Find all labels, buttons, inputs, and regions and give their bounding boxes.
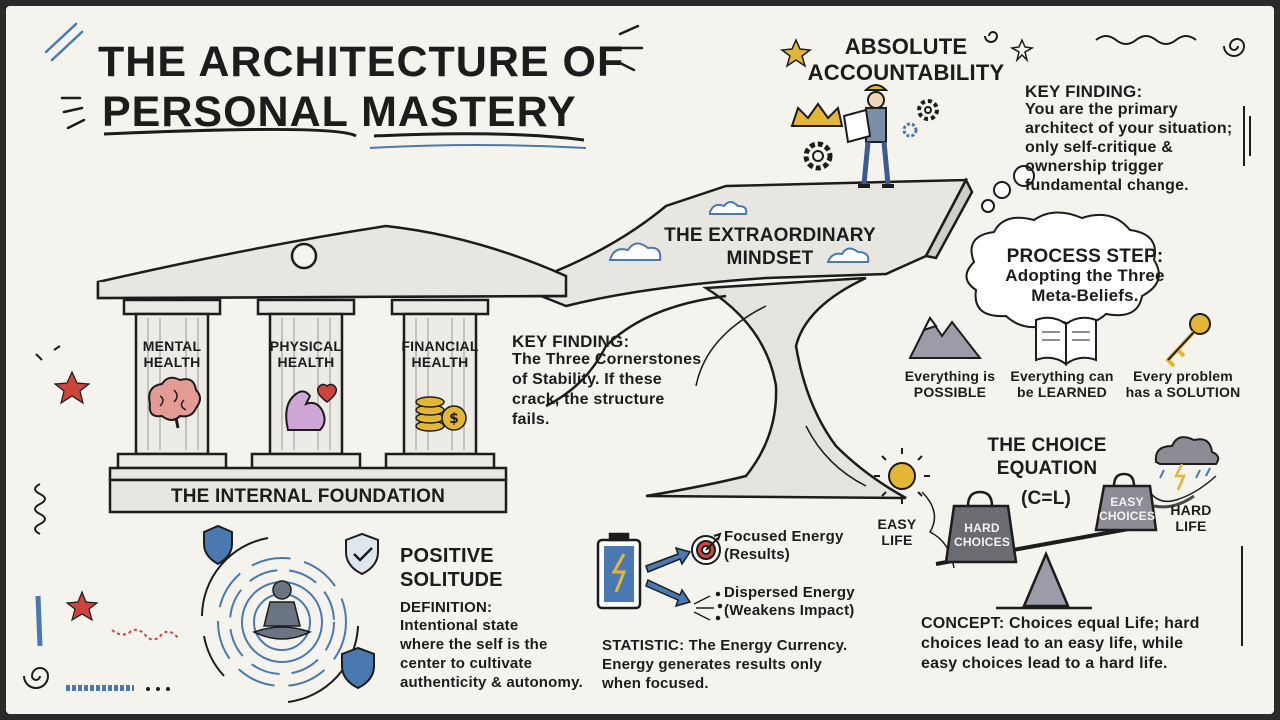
title-underline xyxy=(103,127,585,142)
belief-solution: Every problem has a SOLUTION xyxy=(1125,368,1241,400)
mindset-label: THE EXTRAORDINARY MINDSET xyxy=(664,225,876,269)
page-title-line2: PERSONAL MASTERY xyxy=(102,88,577,136)
cornerstones-label: KEY FINDING: xyxy=(512,332,630,351)
pillar-physical-label: PHYSICAL HEALTH xyxy=(269,338,343,370)
page-title-line1: THE ARCHITECTURE OF xyxy=(98,38,625,86)
key-icon xyxy=(1165,313,1211,368)
flexed-arm-icon xyxy=(285,383,338,431)
arrow-icon xyxy=(645,546,692,608)
thought-bubble xyxy=(965,165,1160,328)
target-icon xyxy=(691,532,722,565)
foundation-label: THE INTERNAL FOUNDATION xyxy=(170,486,446,507)
solitude-definition-text: Intentional state where the self is the … xyxy=(400,617,583,691)
pillar-financial-label: FINANCIAL HEALTH xyxy=(401,338,479,370)
book-icon xyxy=(1035,316,1097,366)
accountability-heading-1: ABSOLUTE xyxy=(844,34,968,59)
brain-icon xyxy=(148,376,201,429)
easy-choices-weight-label: EASY CHOICES xyxy=(1098,495,1156,523)
process-step-text: Adopting the Three Meta-Beliefs. xyxy=(1005,266,1165,305)
pillar-mental-label: MENTAL HEALTH xyxy=(142,338,202,370)
spray-icon xyxy=(693,591,723,621)
mountain-icon xyxy=(908,316,983,359)
shield-icon xyxy=(203,524,379,690)
decor-strokes xyxy=(44,22,84,62)
meditating-person-icon xyxy=(201,537,359,703)
coins-icon: $ xyxy=(415,396,467,432)
accountability-finding-text: You are the primary architect of your si… xyxy=(1025,101,1233,194)
battery-icon xyxy=(596,532,642,610)
illustration-layer: $ xyxy=(23,22,1251,703)
title-sparks xyxy=(60,24,644,130)
accountability-heading-2: ACCOUNTABILITY xyxy=(807,60,1005,85)
title-underline-2 xyxy=(369,144,587,149)
gear-icon xyxy=(803,99,939,171)
sun-icon xyxy=(874,448,930,504)
hard-choices-weight-label: HARD CHOICES xyxy=(953,521,1011,549)
solitude-heading: POSITIVE SOLITUDE xyxy=(400,545,503,591)
accountability-finding-label: KEY FINDING: xyxy=(1025,82,1143,101)
svg-text:$: $ xyxy=(449,411,459,427)
choice-formula: (C=L) xyxy=(1020,488,1072,509)
solitude-definition-label: DEFINITION: xyxy=(400,599,493,616)
cloud-icon xyxy=(608,201,870,263)
spiral-icon xyxy=(23,31,1246,689)
temple-roof xyxy=(96,224,568,300)
meditating-figure xyxy=(252,580,312,640)
storm-cloud-icon xyxy=(1154,436,1220,491)
hard-life-label: HARD LIFE xyxy=(1170,502,1212,534)
process-step-label: PROCESS STEP: xyxy=(1006,246,1164,267)
belief-learned: Everything can be LEARNED xyxy=(1010,368,1114,400)
architect-figure-icon xyxy=(842,84,894,188)
cliff-rock xyxy=(512,177,974,308)
energy-statistic: STATISTIC: The Energy Currency. Energy g… xyxy=(602,637,848,692)
infographic-page: $ xyxy=(6,6,1274,714)
belief-possible: Everything is POSSIBLE xyxy=(904,368,996,400)
balance-scale-icon xyxy=(935,472,1158,610)
foundation-base xyxy=(108,466,508,514)
tree-trunk xyxy=(545,276,907,500)
focused-energy-label: Focused Energy (Results) xyxy=(724,528,844,563)
choice-heading: THE CHOICE EQUATION xyxy=(987,435,1107,479)
crown-icon xyxy=(790,102,844,127)
dispersed-energy-label: Dispersed Energy (Weakens Impact) xyxy=(724,584,855,619)
choice-concept: CONCEPT: Choices equal Life; hard choice… xyxy=(921,615,1200,672)
easy-life-label: EASY LIFE xyxy=(877,516,917,548)
cornerstones-text: The Three Cornerstones of Stability. If … xyxy=(512,351,702,428)
